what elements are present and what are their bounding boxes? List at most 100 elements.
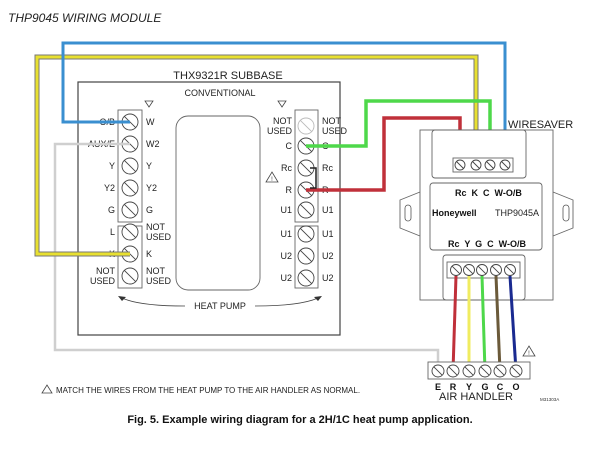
terminal-label: L [110,227,115,237]
warning-icon: ! [265,171,279,183]
terminal-screw [484,159,496,171]
warning-icon [41,384,53,394]
terminal-screw [504,264,516,276]
green-wire [480,275,487,372]
terminal-label: Y2 [104,183,115,193]
svg-text:!: ! [271,177,273,183]
wiresaver-top-terminal-labels: Rc K C W-O/B [455,188,522,198]
terminal-label: G [108,205,115,215]
terminal-label: Y [109,161,115,171]
ear-slot [404,204,412,222]
terminal-label: U2 [322,273,334,283]
terminal-screw [121,201,139,219]
terminal-screw [476,264,488,276]
terminal-label: U1 [280,229,292,239]
yellow-wire-core [35,55,478,256]
terminal-label: W [146,117,155,127]
air-handler-terminal-label: E [435,382,441,392]
air-handler-title: AIR HANDLER [439,391,513,403]
subbase-mode-label: CONVENTIONAL [184,88,255,98]
air-handler-terminal-label: G [481,382,488,392]
terminal-label: U2 [280,273,292,283]
terminal-label: Rc [281,163,292,173]
terminal-label: G [146,205,153,215]
subbase-box [77,81,341,336]
terminal-screw [478,364,492,378]
heat-pump-arrow [121,297,319,307]
terminal-screw [490,264,502,276]
terminal-screw [509,364,523,378]
terminal-screw [121,157,139,175]
terminal-screw [462,364,476,378]
green-wire [306,99,492,165]
air-handler-terminal-label: O [512,382,519,392]
terminal-screw [470,159,482,171]
diagram-title: THP9045 WIRING MODULE [8,11,162,25]
terminal-screw [446,364,460,378]
terminal-label: Y2 [146,183,157,193]
terminal-screw [297,117,315,135]
terminal-screw [493,364,507,378]
note-text: MATCH THE WIRES FROM THE HEAT PUMP TO TH… [56,386,360,395]
wiresaver-bottom-terminal-labels: Rc Y G C W-O/B [448,239,526,249]
warning-icon: ! [522,345,536,357]
terminal-screw [121,223,139,241]
red-wire [451,275,458,372]
air-handler-wires [451,275,518,372]
wiresaver-model: THP9045A [495,208,539,218]
subbase-title: THX9321R SUBBASE [173,70,282,82]
terminal-label: K [146,249,152,259]
terminal-label: Rc [322,163,333,173]
terminal-label: C [286,141,293,151]
wiresaver-brand: Honeywell [432,208,477,218]
terminal-screw [297,225,315,243]
wiresaver-label-panel [429,182,543,251]
note: MATCH THE WIRES FROM THE HEAT PUMP TO TH… [41,384,360,395]
drawing-code: M31303A [540,397,559,402]
arrow-head-icon [314,296,322,301]
terminal-screw [463,264,475,276]
terminal-label: Y [146,161,152,171]
terminal-screw [297,247,315,265]
heat-pump-label: HEAT PUMP [194,301,246,311]
svg-text:!: ! [528,351,530,357]
brown-wire [494,275,502,372]
terminal-label: U1 [322,229,334,239]
terminal-screw [121,267,139,285]
wiresaver-title: WIRESAVER [508,119,573,131]
terminal-screw [297,269,315,287]
wiresaver-top-strip [452,157,514,173]
thermostat-mount-area [175,115,261,291]
terminal-screw [297,201,315,219]
terminal-label: U2 [280,251,292,261]
terminal-label: R [286,185,293,195]
gray-wire [53,142,440,371]
terminal-screw [499,159,511,171]
figure-caption: Fig. 5. Example wiring diagram for a 2H/… [127,414,472,426]
terminal-screw [431,364,445,378]
navy-wire [508,275,518,372]
air-handler-terminal-label: R [450,382,457,392]
terminal-label: U1 [280,205,292,215]
arrow-head-icon [118,296,126,301]
triangle-marker-icon [277,100,287,108]
terminal-label: U1 [322,205,334,215]
jumper-wire [310,167,317,189]
terminal-screw [454,159,466,171]
air-handler-terminal-label: C [497,382,504,392]
triangle-marker-icon [144,100,154,108]
terminal-screw [450,264,462,276]
terminal-label: U2 [322,251,334,261]
terminal-screw [121,179,139,197]
blue-wire [61,41,507,165]
air-handler-terminal-label: Y [466,382,472,392]
terminal-label: W2 [146,139,160,149]
terminal-screw [297,159,315,177]
ear-slot [562,204,570,222]
